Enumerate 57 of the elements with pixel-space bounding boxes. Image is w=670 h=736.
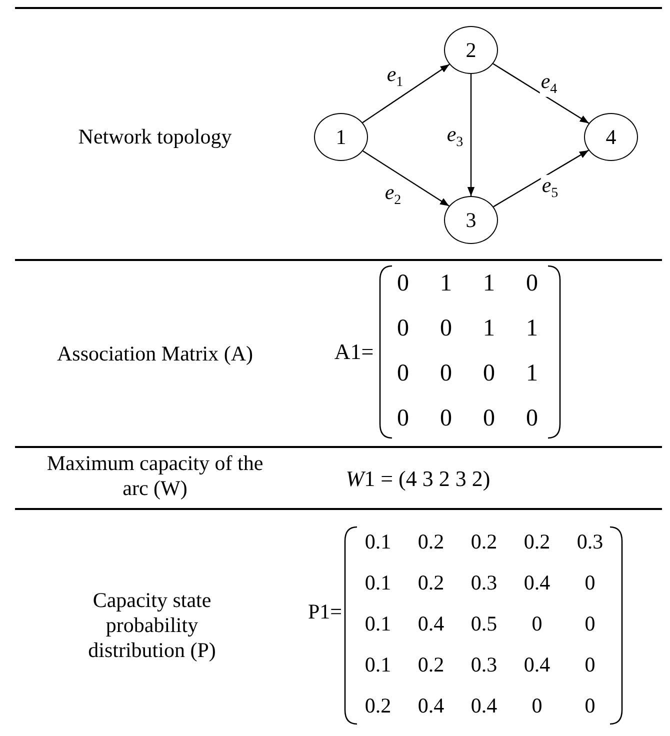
matrix-entry: 0 (440, 314, 452, 344)
matrix-entry: 0.2 (418, 529, 444, 555)
arrow (362, 150, 450, 206)
row-header: Network topology (78, 124, 232, 150)
matrix-entry: 0.3 (576, 529, 604, 555)
matrix-entry: 0 (397, 360, 409, 388)
node-circle: 2 (444, 26, 498, 74)
arrow (362, 64, 450, 124)
node-circle: 4 (584, 113, 638, 161)
matrix-entry: 0 (584, 693, 596, 719)
arrow (493, 150, 589, 208)
matrix-entry: 0 (483, 404, 495, 434)
matrix-entry: 0 (532, 611, 542, 637)
row-header: Association Matrix (A) (56, 341, 254, 367)
matrix-entry: 0 (584, 570, 596, 596)
matrix-entry: 0 (584, 611, 596, 637)
arrow (467, 74, 475, 196)
matrix-entry: 1 (440, 270, 452, 298)
matrix-entry: 0 (440, 404, 452, 434)
matrix-entry: 0.2 (364, 693, 392, 719)
matrix-entry: 1 (483, 314, 495, 344)
matrix-entry: 0.2 (418, 570, 444, 596)
matrix-entry: 0 (397, 270, 409, 298)
matrix-entry: 1 (483, 270, 495, 298)
matrix-entry: 0.5 (470, 611, 498, 637)
matrix-entry: 0 (526, 270, 538, 298)
matrix-entry: 0.4 (524, 652, 550, 678)
matrix-entry: 0 (397, 404, 409, 434)
matrix-entry: 1 (526, 314, 538, 344)
matrix-entry: 0.2 (418, 652, 444, 678)
matrix-entry: 0.1 (364, 529, 392, 555)
matrix-entry: 0 (584, 652, 596, 678)
matrix-name: A1= (334, 338, 374, 366)
matrix-entry: 0 (397, 314, 409, 344)
matrix-entry: 0.1 (364, 611, 392, 637)
matrix-entry: 0.1 (364, 652, 392, 678)
matrix-entry: 0 (440, 360, 452, 388)
matrix-entry: 0.3 (470, 570, 498, 596)
row-header: Maximum capacity of the arc (W) (46, 450, 264, 502)
matrix-name: P1= (308, 599, 342, 625)
matrix-entry: 0.2 (524, 529, 550, 555)
matrix-entry: 0.4 (418, 611, 444, 637)
matrix-entry: 0.1 (364, 570, 392, 596)
matrix-entry: 0.2 (470, 529, 498, 555)
matrix-entry: 1 (526, 360, 538, 388)
row-header: Capacity state probability distribution (P) (87, 588, 217, 664)
node-circle: 3 (444, 196, 498, 244)
arrow (492, 63, 590, 124)
matrix-entry: 0.3 (470, 652, 498, 678)
matrix-entry: 0.4 (470, 693, 498, 719)
matrix-entry: 0.4 (524, 570, 550, 596)
matrix-entry: 0 (483, 360, 495, 388)
vector-formula: W1 = (4 3 2 3 2) (346, 466, 490, 492)
node-circle: 1 (314, 113, 368, 161)
matrix-entry: 0 (532, 693, 542, 719)
matrix-entry: 0 (526, 404, 538, 434)
matrix-entry: 0.4 (418, 693, 444, 719)
